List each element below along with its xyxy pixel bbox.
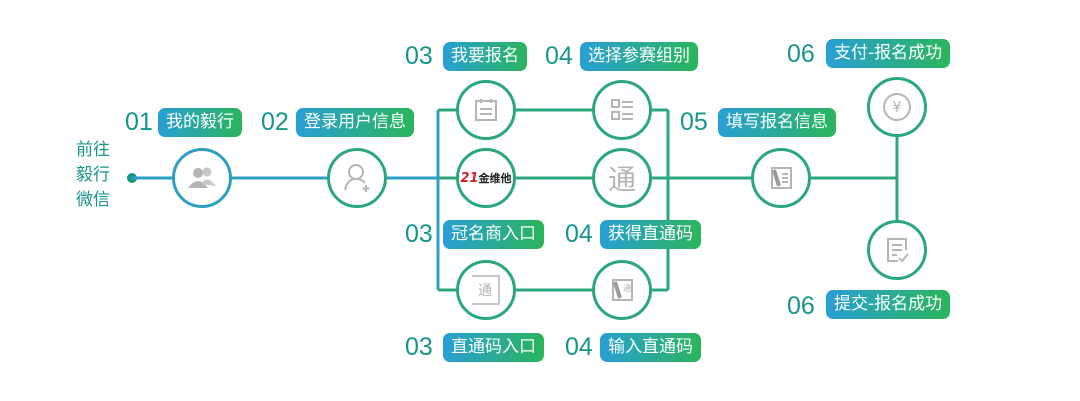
add-user-icon	[344, 164, 370, 192]
step-number: 03	[405, 42, 433, 70]
step-label-my-hike[interactable]: 我的毅行	[158, 108, 242, 137]
start-label[interactable]: 前往毅行微信	[76, 140, 110, 210]
users-icon	[188, 167, 216, 188]
step-label-input-code[interactable]: 输入直通码	[600, 333, 701, 362]
step-label-fill-info[interactable]: 填写报名信息	[718, 108, 836, 137]
code-entry-icon: 通	[472, 275, 500, 305]
step-03-sponsor-node[interactable]: 21金维他	[456, 148, 516, 208]
pen-code-icon: 通	[612, 279, 633, 301]
tong-icon: 通	[607, 163, 636, 196]
step-label-select-group[interactable]: 选择参赛组别	[580, 42, 698, 71]
sponsor-logo: 21金维他	[460, 171, 512, 186]
step-number: 06	[787, 292, 815, 320]
svg-text:通: 通	[623, 283, 631, 293]
step-04-input-code-node[interactable]: 通	[592, 260, 652, 320]
step-label-register[interactable]: 我要报名	[443, 42, 527, 71]
step-number: 04	[565, 220, 593, 248]
fill-form-icon	[771, 167, 792, 189]
yen-icon: ¥	[883, 93, 911, 121]
step-number: 02	[261, 108, 289, 136]
step-06-submit-node[interactable]	[867, 220, 927, 280]
step-label-login[interactable]: 登录用户信息	[296, 108, 414, 137]
step-number: 04	[565, 333, 593, 361]
step-number: 03	[405, 333, 433, 361]
step-label-submit-success[interactable]: 提交-报名成功	[826, 290, 951, 319]
step-04-group-node[interactable]	[592, 80, 652, 140]
step-number: 05	[680, 108, 708, 136]
step-02-node[interactable]	[327, 148, 387, 208]
step-03-register-node[interactable]	[456, 80, 516, 140]
list-icon	[611, 99, 633, 120]
step-label-get-code[interactable]: 获得直通码	[600, 220, 701, 249]
step-number: 01	[125, 108, 153, 136]
step-03-code-node[interactable]: 通	[456, 260, 516, 320]
step-label-code-entry[interactable]: 直通码入口	[443, 333, 544, 362]
document-check-icon	[887, 238, 909, 263]
step-label-sponsor-entry[interactable]: 冠名商入口	[443, 220, 544, 249]
step-number: 04	[545, 42, 573, 70]
step-number: 06	[787, 40, 815, 68]
step-01-node[interactable]	[172, 148, 232, 208]
step-04-get-code-node[interactable]: 通	[592, 148, 652, 208]
form-icon	[475, 99, 497, 121]
step-05-node[interactable]	[751, 148, 811, 208]
step-06-pay-node[interactable]: ¥	[867, 77, 927, 137]
step-label-pay-success[interactable]: 支付-报名成功	[826, 39, 951, 68]
step-number: 03	[405, 220, 433, 248]
